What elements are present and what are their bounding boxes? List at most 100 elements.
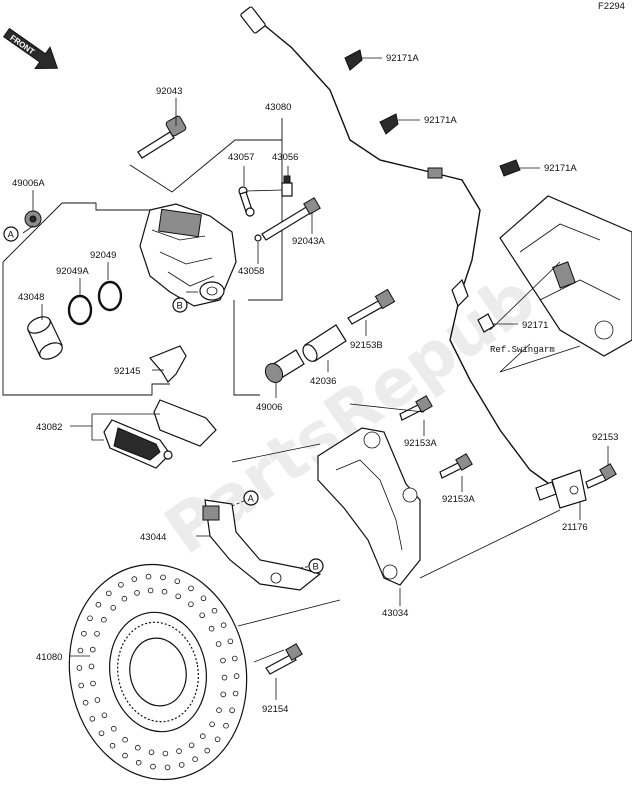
label-92171A-1: 92171A: [386, 53, 419, 64]
label-92049A: 92049A: [56, 266, 89, 277]
disc-drill-hole: [90, 646, 96, 653]
disc-drill-hole: [88, 663, 95, 670]
ref-mark-b-bracket: B: [308, 558, 324, 574]
label-92043A: 92043A: [292, 236, 325, 247]
label-43057: 43057: [228, 152, 254, 163]
label-43056: 43056: [272, 152, 298, 163]
bleeder-valve-43056: [281, 175, 293, 197]
disc-drill-hole: [98, 730, 105, 737]
disc-drill-hole: [233, 673, 240, 679]
disc-drill-hole: [208, 625, 215, 632]
disc-drill-hole: [81, 630, 87, 637]
caliper-holder-43034: [317, 427, 421, 586]
ref-b-text-2: B: [313, 562, 319, 573]
disc-drill-hole: [94, 697, 101, 703]
disc-drill-hole: [209, 721, 215, 728]
piston-43048: [27, 316, 63, 360]
disc-drill-hole: [216, 707, 222, 713]
disc-drill-hole: [188, 601, 194, 608]
dust-seal-92049A: [67, 294, 93, 326]
disc-drill-hole: [223, 722, 229, 729]
disc-drill-hole: [122, 736, 128, 743]
disc-drill-hole: [101, 712, 108, 719]
label-92171: 92171: [522, 320, 548, 331]
disc-drill-hole: [78, 682, 84, 689]
disc-drill-hole: [227, 638, 234, 645]
disc-drill-hole: [82, 699, 89, 706]
disc-drill-hole: [176, 748, 182, 754]
disc-drill-hole: [135, 759, 142, 766]
disc-drill-hole: [178, 762, 185, 768]
disc-drill-hole: [122, 752, 128, 759]
disc-drill-hole: [101, 616, 107, 623]
ref-mark-a-bracket: A: [243, 490, 259, 506]
disc-drill-hole: [232, 690, 239, 697]
label-41080: 41080: [36, 652, 62, 663]
disc-drill-hole: [148, 749, 155, 756]
label-92171A-3: 92171A: [544, 163, 577, 174]
label-21176: 21176: [562, 522, 588, 533]
disc-drill-hole: [188, 742, 195, 749]
caliper-bolt-92043: [137, 115, 187, 159]
brake-caliper: [139, 203, 237, 307]
disc-drill-hole: [118, 581, 124, 588]
disc-bolt-92154: [265, 643, 303, 675]
ref-mark-a-left: A: [3, 226, 19, 242]
label-92049: 92049: [90, 250, 116, 261]
disc-drill-hole: [204, 747, 211, 754]
label-43082: 43082: [36, 422, 62, 433]
disc-drill-hole: [220, 622, 227, 628]
front-direction-icon: FRONT: [2, 27, 59, 70]
boot-49006: [264, 349, 305, 383]
swingarm-reference: [499, 195, 632, 357]
disc-drill-hole: [161, 588, 168, 595]
disc-drill-hole: [174, 578, 181, 585]
disc-drill-hole: [221, 674, 228, 681]
disc-drill-hole: [214, 736, 221, 743]
disc-drill-hole: [162, 750, 169, 757]
clamp-92171A-1: [344, 49, 363, 71]
label-92153A-2: 92153A: [442, 494, 475, 505]
disc-drill-hole: [134, 590, 140, 596]
label-49006A: 49006A: [12, 178, 45, 189]
pad-spring-92145: [148, 345, 187, 383]
disc-drill-hole: [110, 604, 116, 611]
bolt-92153: [585, 463, 617, 489]
label-43080: 43080: [265, 102, 291, 113]
disc-drill-hole: [77, 647, 84, 654]
disc-drill-hole: [87, 615, 93, 622]
label-92154: 92154: [262, 704, 288, 715]
disc-drill-hole: [111, 725, 117, 732]
ref-a-text-2: A: [248, 494, 255, 505]
label-43048: 43048: [18, 292, 44, 303]
label-42036: 42036: [310, 376, 336, 387]
label-92153: 92153: [592, 432, 618, 443]
bolt-92153A-upper: [399, 395, 433, 421]
clamp-92171A-3: [499, 159, 521, 177]
label-92153B: 92153B: [350, 340, 383, 351]
label-43034: 43034: [382, 608, 408, 619]
label-49006: 49006: [256, 402, 282, 413]
ref-a-text: A: [8, 230, 15, 241]
ref-b-text: B: [177, 301, 183, 312]
abs-sensor-lead: [240, 6, 553, 487]
disc-drill-hole: [150, 763, 156, 770]
disc-drill-hole: [215, 641, 222, 647]
reference-note: Ref.Swingarm: [490, 345, 555, 355]
figure-id: F2294: [598, 1, 625, 12]
label-92171A-2: 92171A: [424, 115, 457, 126]
disc-drill-hole: [220, 657, 226, 664]
brake-disc-41080: [68, 563, 248, 781]
disc-drill-hole: [232, 655, 238, 662]
clamp-92171A-2: [379, 113, 399, 135]
caliper-bracket-43044: [202, 499, 322, 591]
disc-drill-hole: [89, 715, 96, 722]
disc-drill-hole: [76, 665, 83, 671]
disc-drill-hole: [131, 576, 138, 582]
disc-drill-hole: [200, 733, 206, 739]
label-92153A-1: 92153A: [404, 438, 437, 449]
label-92145: 92145: [114, 366, 140, 377]
ref-mark-b-caliper: B: [172, 297, 188, 313]
label-43058: 43058: [238, 266, 264, 277]
